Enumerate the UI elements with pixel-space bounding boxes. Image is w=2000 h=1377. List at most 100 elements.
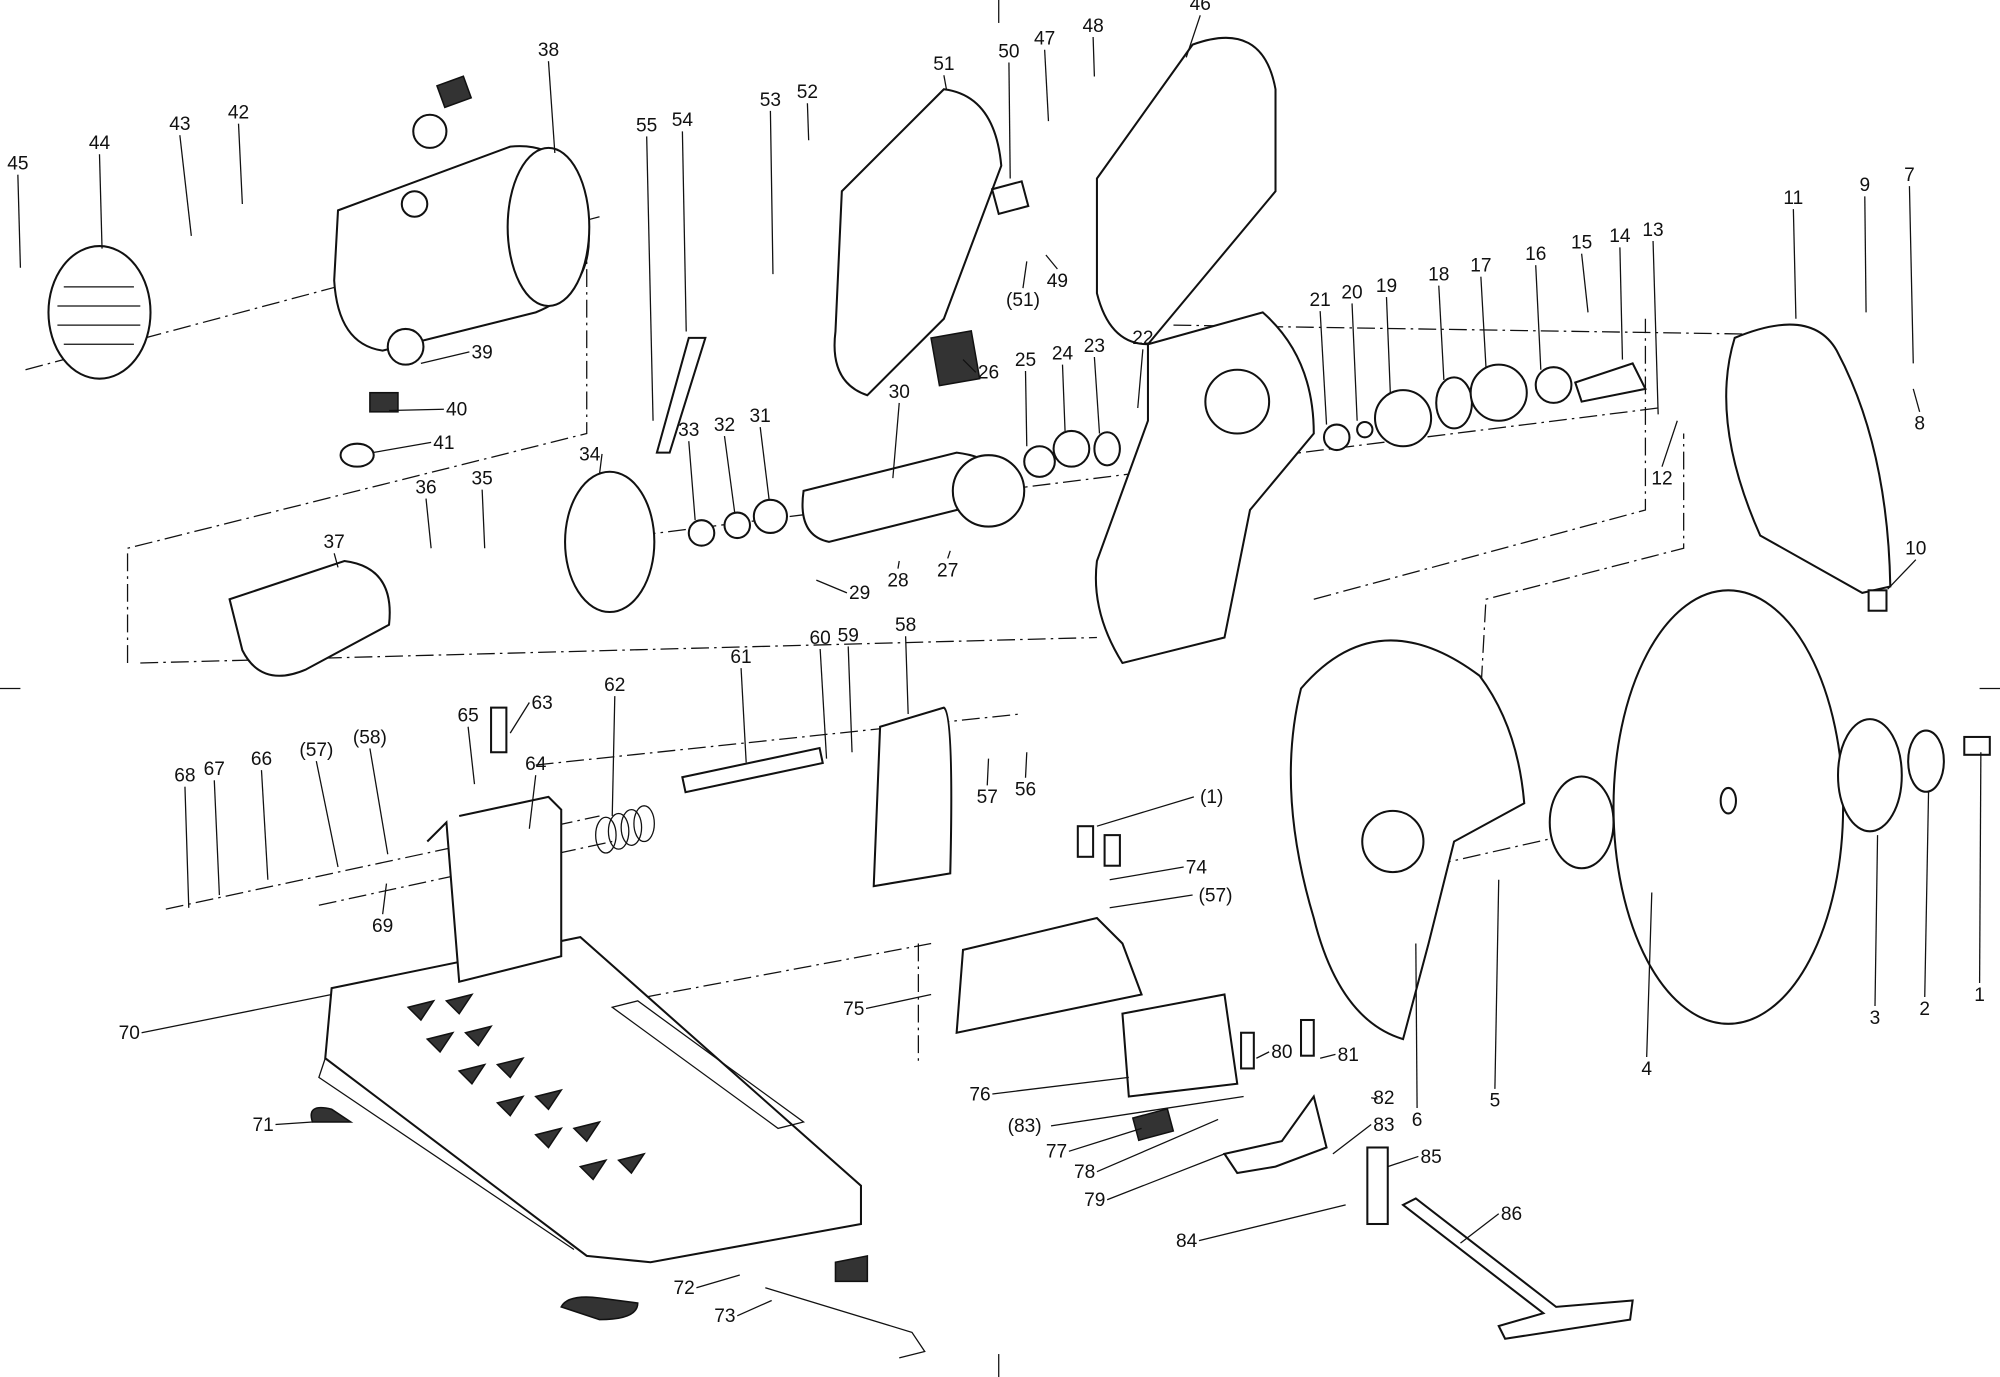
fan-cover-grille bbox=[57, 286, 141, 345]
base bbox=[324, 936, 862, 1264]
leader-line bbox=[904, 636, 909, 715]
part-number-label: 66 bbox=[251, 749, 272, 770]
part-callout: 69 bbox=[372, 883, 393, 937]
part-number-label: 83 bbox=[1373, 1115, 1394, 1136]
part-callout: 32 bbox=[714, 415, 736, 513]
part-callout: 12 bbox=[1651, 420, 1678, 489]
part-callout: 3 bbox=[1870, 835, 1880, 1029]
leader-line bbox=[98, 154, 103, 249]
part-callout: 51 bbox=[933, 54, 955, 90]
part-callout: 77 bbox=[1046, 1127, 1142, 1163]
part-number-label: 2 bbox=[1919, 999, 1930, 1020]
chip-deflector bbox=[872, 706, 953, 888]
leader-line bbox=[1924, 790, 1930, 998]
leader-line bbox=[369, 748, 389, 855]
part-number-label: (51) bbox=[1006, 290, 1040, 311]
leader-line bbox=[598, 453, 603, 475]
part-callout: 31 bbox=[750, 406, 771, 500]
part-callout: 75 bbox=[843, 993, 932, 1020]
leader-line bbox=[1908, 186, 1914, 364]
leader-line bbox=[1619, 247, 1624, 360]
leader-line bbox=[806, 103, 810, 141]
part-number-label: 78 bbox=[1074, 1162, 1095, 1183]
part-callout: 13 bbox=[1642, 220, 1664, 415]
part-number-label: 82 bbox=[1373, 1088, 1394, 1109]
leader-line bbox=[759, 427, 770, 500]
leader-line bbox=[1874, 835, 1879, 1006]
part-number-label: 40 bbox=[446, 400, 467, 421]
part-number-label: 23 bbox=[1084, 336, 1105, 357]
part-number-label: (83) bbox=[1008, 1116, 1042, 1137]
part-number-label: 5 bbox=[1490, 1091, 1501, 1112]
part-callout: 62 bbox=[604, 675, 625, 817]
part-number-label: (57) bbox=[299, 740, 333, 761]
part-callout: (83) bbox=[1008, 1095, 1244, 1137]
part-callout: 29 bbox=[816, 579, 870, 604]
part-number-label: 11 bbox=[1783, 188, 1803, 209]
part-number-label: 75 bbox=[843, 999, 864, 1020]
part-callout: 19 bbox=[1376, 276, 1397, 393]
part-number-label: 20 bbox=[1341, 282, 1362, 303]
part-callout: (51) bbox=[1006, 261, 1040, 311]
part-callout: 44 bbox=[89, 133, 110, 249]
part-callout: 79 bbox=[1084, 1153, 1225, 1211]
part-number-label: 70 bbox=[119, 1023, 140, 1044]
bearing-holder bbox=[564, 470, 656, 614]
part-number-label: 37 bbox=[324, 532, 345, 553]
part-callout: 14 bbox=[1609, 226, 1631, 360]
part-number-label: 79 bbox=[1084, 1190, 1105, 1211]
leader-line bbox=[547, 61, 556, 154]
part-callout: 28 bbox=[887, 560, 909, 591]
part-number-label: 32 bbox=[714, 415, 735, 436]
part-callout: 68 bbox=[174, 766, 196, 908]
part-callout: 24 bbox=[1052, 344, 1073, 431]
leader-line bbox=[237, 123, 243, 205]
leader-line bbox=[382, 883, 388, 915]
part-number-label: 49 bbox=[1047, 271, 1068, 292]
gear-housing bbox=[1094, 311, 1315, 665]
part-number-label: 77 bbox=[1046, 1142, 1067, 1163]
part-number-label: 9 bbox=[1859, 175, 1870, 196]
leader-line bbox=[962, 359, 977, 373]
part-number-label: 26 bbox=[978, 363, 999, 384]
part-callout: 71 bbox=[253, 1115, 313, 1136]
part-number-label: 80 bbox=[1271, 1042, 1292, 1063]
part-callout: 2 bbox=[1919, 790, 1930, 1020]
leader-line bbox=[315, 761, 339, 868]
leader-line bbox=[389, 408, 444, 412]
part-callout: 80 bbox=[1256, 1042, 1293, 1063]
fan-cover bbox=[47, 245, 152, 380]
part-callout: 17 bbox=[1470, 256, 1492, 368]
part-callout: 83 bbox=[1332, 1115, 1395, 1155]
part-callout: 35 bbox=[472, 469, 493, 549]
leader-line bbox=[420, 351, 470, 364]
part-callout: 60 bbox=[810, 628, 831, 759]
part-number-label: 45 bbox=[7, 154, 28, 175]
leader-line bbox=[275, 1121, 313, 1126]
part-callout: 40 bbox=[389, 400, 467, 421]
leader-line bbox=[1387, 1155, 1419, 1168]
part-callout: 41 bbox=[372, 433, 455, 454]
part-number-label: 85 bbox=[1420, 1147, 1441, 1168]
vise-bracket bbox=[1222, 1094, 1328, 1175]
leader-line bbox=[1093, 356, 1101, 434]
part-number-label: 60 bbox=[810, 628, 831, 649]
part-callout: 47 bbox=[1034, 29, 1055, 122]
leader-line bbox=[1109, 894, 1193, 909]
part-callout: 11 bbox=[1783, 188, 1803, 319]
leader-line bbox=[992, 1076, 1129, 1095]
leader-line bbox=[1022, 261, 1028, 289]
part-callout: 48 bbox=[1082, 16, 1104, 77]
leader-line bbox=[509, 702, 530, 734]
part-callout: 55 bbox=[636, 115, 657, 421]
leader-line bbox=[1096, 796, 1195, 827]
part-number-label: 56 bbox=[1015, 780, 1036, 801]
part-callout: 25 bbox=[1015, 350, 1036, 447]
part-callout: 45 bbox=[7, 154, 28, 268]
part-number-label: 29 bbox=[849, 583, 870, 604]
part-number-label: 84 bbox=[1176, 1231, 1198, 1252]
fixed-guard bbox=[1725, 323, 1892, 594]
leader-line bbox=[1480, 276, 1487, 368]
